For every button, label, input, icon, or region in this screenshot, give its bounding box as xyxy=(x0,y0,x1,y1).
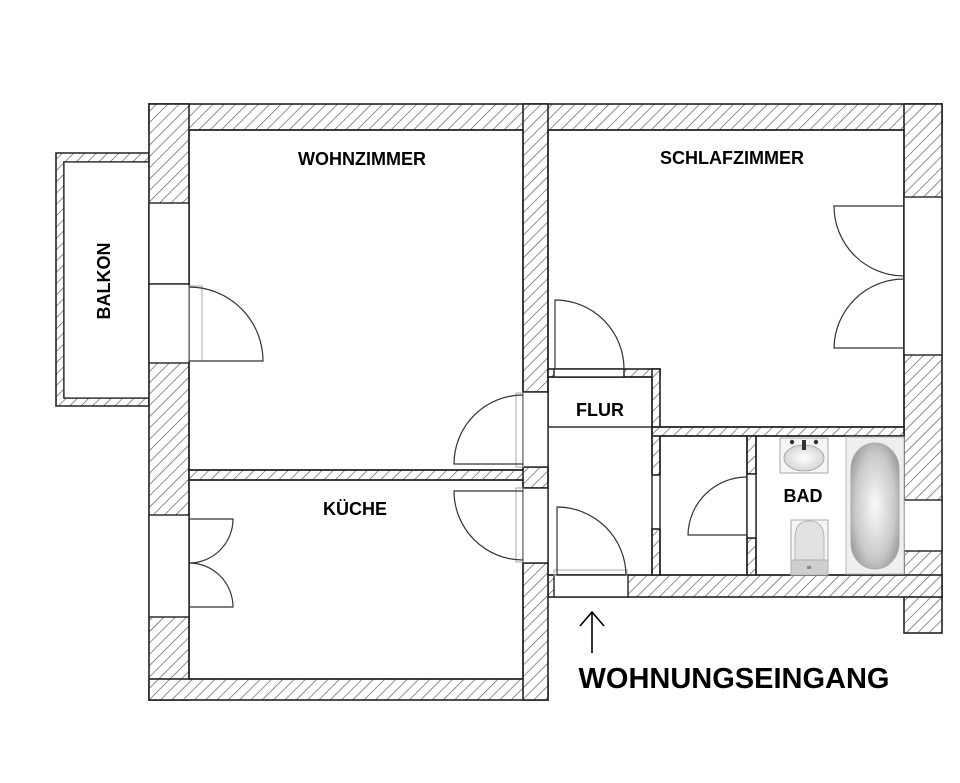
toilet-icon xyxy=(790,519,829,576)
window-casement-schlafzimmer xyxy=(833,205,905,349)
washbasin-icon xyxy=(779,437,829,474)
bathtub-icon xyxy=(845,436,905,575)
entrance-door-opening xyxy=(553,574,629,598)
bathroom-fixtures xyxy=(779,436,905,576)
window-kueche xyxy=(148,514,190,618)
entrance-marker: WOHNUNGSEINGANG xyxy=(579,610,890,695)
room-labels: WOHNZIMMER SCHLAFZIMMER BALKON FLUR KÜCH… xyxy=(94,148,823,519)
door-wohnzimmer[interactable] xyxy=(453,392,524,468)
balcony xyxy=(55,152,150,407)
label-wohnzimmer: WOHNZIMMER xyxy=(298,149,426,169)
label-bad: BAD xyxy=(784,486,823,506)
window-casement-kueche xyxy=(188,518,234,608)
balcony-door-opening xyxy=(148,283,190,364)
door-entrance[interactable] xyxy=(553,506,628,576)
windows xyxy=(148,196,943,618)
door-bad[interactable] xyxy=(687,476,748,536)
window-bad xyxy=(903,499,943,552)
door-schlafzimmer[interactable] xyxy=(554,299,625,370)
door-balcony[interactable] xyxy=(188,285,264,362)
window-schlafzimmer xyxy=(903,196,943,356)
label-kueche: KÜCHE xyxy=(323,499,387,519)
door-kueche[interactable] xyxy=(453,487,524,563)
label-balkon: BALKON xyxy=(94,243,114,320)
label-flur: FLUR xyxy=(576,400,624,420)
label-schlafzimmer: SCHLAFZIMMER xyxy=(660,148,804,168)
arrow-up-icon xyxy=(579,610,605,653)
label-entrance: WOHNUNGSEINGANG xyxy=(579,663,890,695)
window-wohnzimmer xyxy=(148,202,190,285)
